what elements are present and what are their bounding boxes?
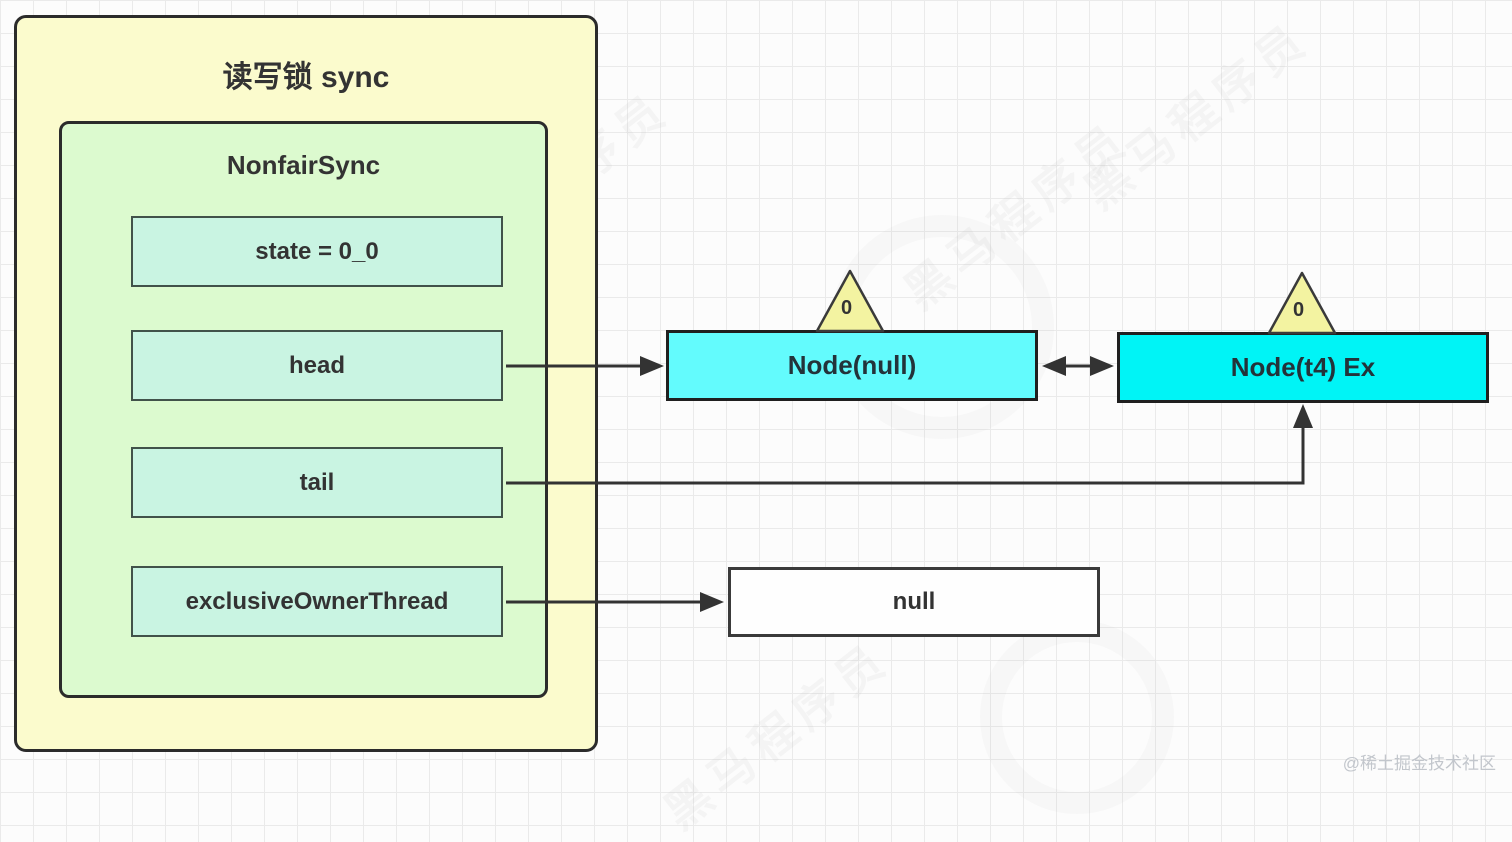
waitstatus-value-node-null: 0 <box>841 297 853 319</box>
null-value-label: null <box>892 588 936 615</box>
background-watermark-ring <box>830 215 1054 439</box>
field-head-label: head <box>288 351 345 379</box>
sync-container-title: 读写锁 sync <box>222 61 390 94</box>
null-value-box: null <box>728 567 1100 637</box>
field-state: state = 0_0 <box>131 216 503 287</box>
queue-node-null: Node(null) <box>666 330 1038 401</box>
juejin-community-watermark: @稀土掘金技术社区 <box>1342 754 1496 773</box>
field-head: head <box>131 330 503 401</box>
queue-node-null-label: Node(null) <box>787 350 917 380</box>
queue-node-t4-ex: Node(t4) Ex <box>1117 332 1489 403</box>
field-tail-label: tail <box>299 468 335 496</box>
queue-node-t4-ex-label: Node(t4) Ex <box>1230 352 1376 382</box>
field-exclusive-owner-thread-label: exclusiveOwnerThread <box>185 587 449 615</box>
field-state-label: state = 0_0 <box>255 237 379 265</box>
field-exclusive-owner-thread: exclusiveOwnerThread <box>131 566 503 637</box>
background-watermark-ring <box>980 620 1174 814</box>
background-watermark: 黑马程序员 <box>654 631 900 839</box>
arrow-node-null-node-t4-bidirectional <box>1042 356 1114 376</box>
field-tail: tail <box>131 447 503 518</box>
nonfairsync-title: NonfairSync <box>226 150 381 180</box>
waitstatus-value-node-t4: 0 <box>1293 299 1305 321</box>
